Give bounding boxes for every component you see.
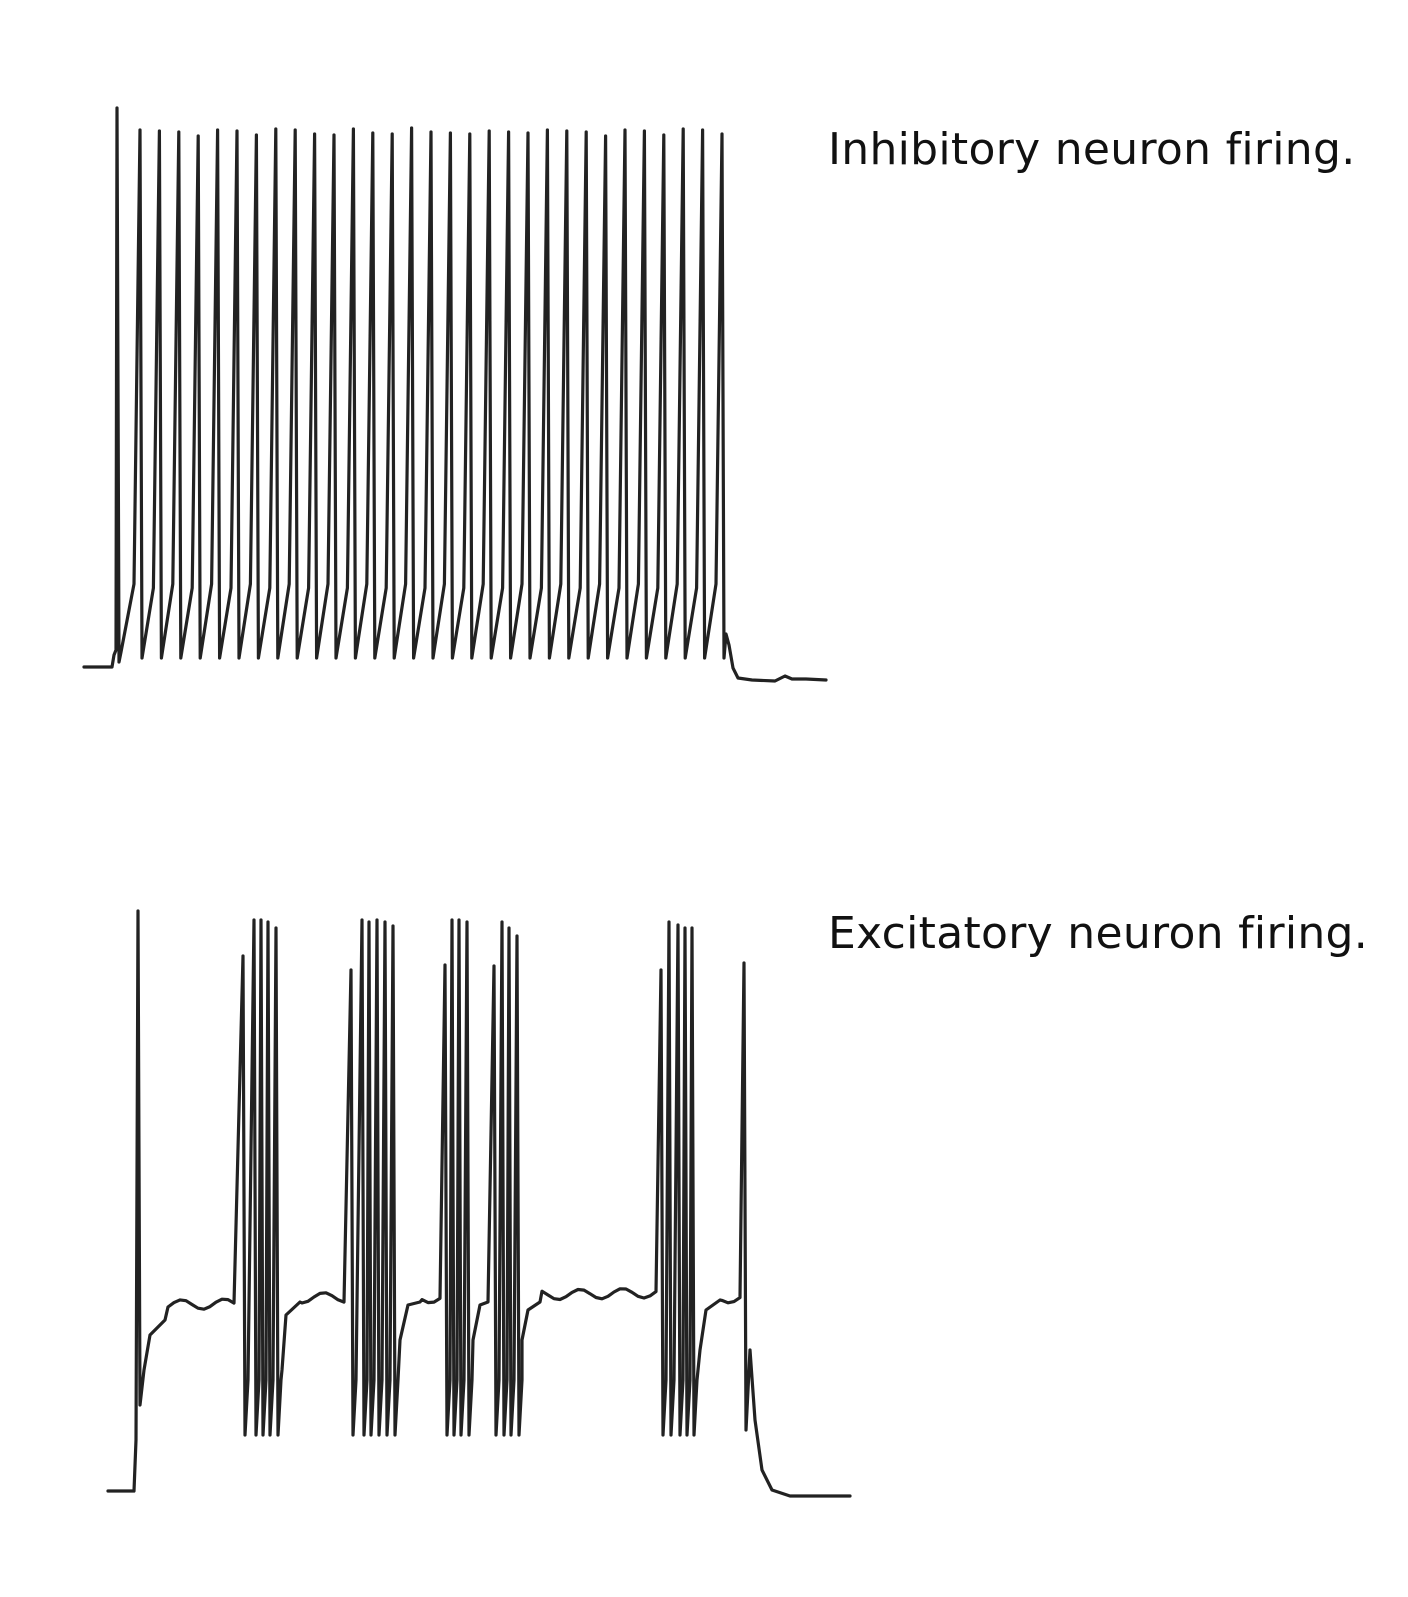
excitatory-panel: Excitatory neuron firing. xyxy=(0,780,1408,1597)
excitatory-caption: Excitatory neuron firing. xyxy=(828,908,1369,959)
excitatory-trace-line xyxy=(106,909,852,1498)
excitatory-trace xyxy=(106,909,852,1498)
inhibitory-trace xyxy=(82,106,828,683)
inhibitory-panel: Inhibitory neuron firing. xyxy=(0,0,1408,780)
inhibitory-trace-line xyxy=(82,106,828,683)
inhibitory-caption: Inhibitory neuron firing. xyxy=(828,124,1356,175)
